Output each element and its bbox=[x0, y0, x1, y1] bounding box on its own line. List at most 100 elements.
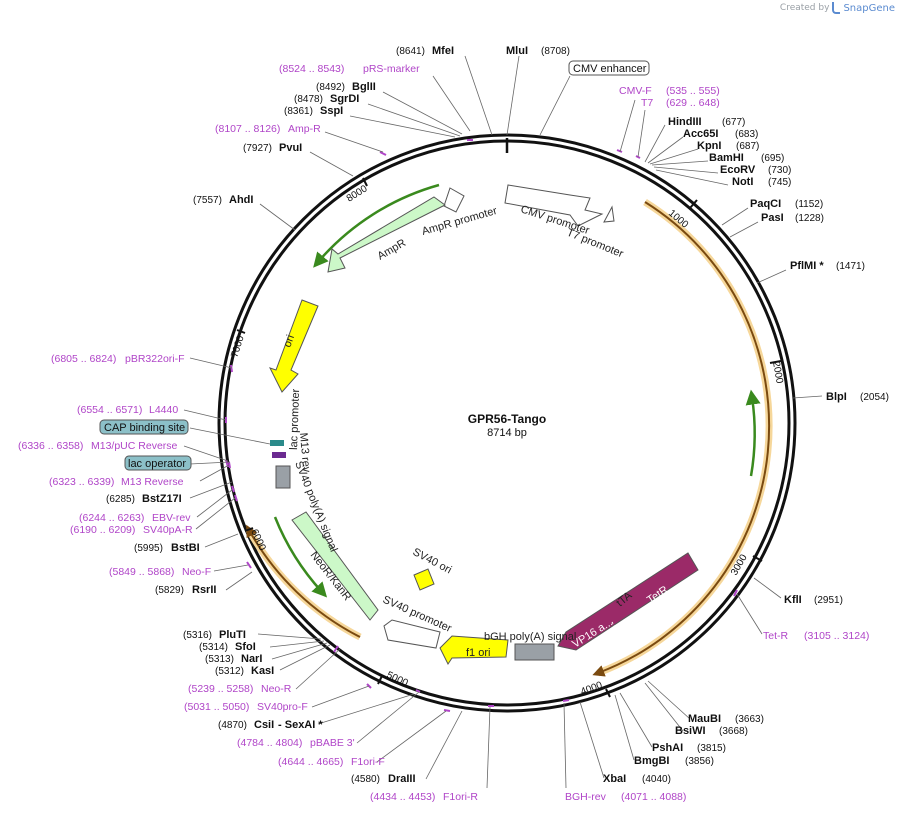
primer-l4440: L4440 bbox=[149, 404, 178, 416]
m13-rev-label: M13 rev bbox=[297, 432, 312, 473]
site-sexai: - SexAI * bbox=[278, 719, 323, 731]
svg-text:(687): (687) bbox=[736, 141, 759, 152]
site-sfoi: SfoI bbox=[235, 641, 256, 653]
sv40-ori-shape bbox=[413, 568, 435, 591]
feature-labels: CMV promoter T7 promoter AmpR promoter A… bbox=[282, 203, 671, 659]
site-bmgbi: BmgBI bbox=[634, 755, 669, 767]
primer-t7: T7 bbox=[641, 97, 653, 109]
t7-promoter-shape bbox=[603, 205, 615, 223]
primer-m13-puc-reverse: M13/pUC Reverse bbox=[91, 440, 178, 452]
svg-text:(4644 .. 4665): (4644 .. 4665) bbox=[278, 756, 343, 768]
svg-text:(8107 .. 8126): (8107 .. 8126) bbox=[215, 123, 280, 135]
cap-binding-site-label: CAP binding site bbox=[104, 422, 185, 434]
orf-arcs bbox=[245, 183, 773, 677]
leader-lines bbox=[183, 55, 823, 789]
site-bamhi: BamHI bbox=[709, 152, 744, 164]
primer-f1ori-r: F1ori-R bbox=[443, 791, 478, 803]
lac-operator-label: lac operator bbox=[128, 458, 186, 470]
primer-prs-marker: pRS-marker bbox=[363, 63, 420, 75]
features bbox=[269, 184, 699, 665]
t7-promoter-label: T7 promoter bbox=[565, 227, 625, 261]
svg-text:(5316): (5316) bbox=[183, 630, 212, 641]
svg-text:(677): (677) bbox=[722, 117, 745, 128]
f1-ori-label: f1 ori bbox=[466, 647, 490, 659]
site-blpi: BlpI bbox=[826, 391, 847, 403]
site-bsiwi: BsiWI bbox=[675, 725, 706, 737]
site-kpni: KpnI bbox=[697, 140, 721, 152]
site-pluti: PluTI bbox=[219, 629, 246, 641]
svg-text:(8524 .. 8543): (8524 .. 8543) bbox=[279, 63, 344, 75]
svg-text:(2054): (2054) bbox=[860, 392, 889, 403]
svg-text:(7927): (7927) bbox=[243, 143, 272, 154]
svg-text:(730): (730) bbox=[768, 165, 791, 176]
svg-text:(5313): (5313) bbox=[205, 654, 234, 665]
site-kfli: KflI bbox=[784, 594, 802, 606]
ori-shape bbox=[269, 299, 319, 393]
site-ahdi: AhdI bbox=[229, 194, 253, 206]
svg-text:(8641): (8641) bbox=[396, 46, 425, 57]
tick-2000: 2000 bbox=[770, 361, 785, 385]
ampr-promoter-shape bbox=[443, 187, 465, 213]
svg-text:(4870): (4870) bbox=[218, 720, 247, 731]
cmv-enhancer-box bbox=[568, 60, 650, 76]
primer-f1ori-f: F1ori-F bbox=[351, 756, 385, 768]
svg-text:(4434 .. 4453): (4434 .. 4453) bbox=[370, 791, 435, 803]
cmv-enhancer-label: CMV enhancer bbox=[573, 63, 647, 75]
site-pflmi: PflMI * bbox=[790, 260, 824, 272]
svg-text:(6323 .. 6339): (6323 .. 6339) bbox=[49, 476, 114, 488]
cmv-promoter-shape bbox=[504, 184, 604, 227]
ampr-shape bbox=[327, 196, 446, 273]
primer-ebv-rev: EBV-rev bbox=[152, 512, 191, 524]
svg-text:(6805 .. 6824): (6805 .. 6824) bbox=[51, 353, 116, 365]
site-pvui: PvuI bbox=[279, 142, 302, 154]
site-pshai: PshAI bbox=[652, 742, 683, 754]
svg-text:(5829): (5829) bbox=[155, 585, 184, 596]
svg-text:(535 .. 555): (535 .. 555) bbox=[666, 85, 720, 97]
boxed-labels: CMV enhancer CAP binding site lac operat… bbox=[99, 60, 650, 471]
svg-text:(1471): (1471) bbox=[836, 261, 865, 272]
svg-text:(683): (683) bbox=[735, 129, 758, 140]
sv40-promoter-shape bbox=[383, 619, 441, 649]
site-maubi: MauBI bbox=[688, 713, 721, 725]
svg-text:(8708): (8708) bbox=[541, 46, 570, 57]
site-nari: NarI bbox=[241, 653, 262, 665]
site-bstz17i: BstZ17I bbox=[142, 493, 182, 505]
primer-cmv-f: CMV-F bbox=[619, 85, 652, 97]
svg-text:(7557): (7557) bbox=[193, 195, 222, 206]
svg-text:(1152): (1152) bbox=[795, 199, 823, 210]
primer-neo-r: Neo-R bbox=[261, 683, 292, 695]
svg-text:(6244 .. 6263): (6244 .. 6263) bbox=[79, 512, 144, 524]
svg-text:(3668): (3668) bbox=[719, 726, 748, 737]
orf-arc-2-line bbox=[246, 524, 361, 638]
sv40-ori-label: SV40 ori bbox=[411, 546, 454, 576]
svg-text:(8361): (8361) bbox=[284, 106, 313, 117]
svg-text:(5031 .. 5050): (5031 .. 5050) bbox=[184, 701, 249, 713]
site-pasi: PasI bbox=[761, 212, 784, 224]
site-kasi: KasI bbox=[251, 665, 274, 677]
svg-text:(5312): (5312) bbox=[215, 666, 244, 677]
site-noti: NotI bbox=[732, 176, 753, 188]
primer-pbr322ori-f: pBR322ori-F bbox=[125, 353, 185, 365]
lac-promoter-label: lac promoter bbox=[288, 388, 302, 450]
snapgene-logo-icon bbox=[832, 2, 841, 14]
primer-labels: (8524 .. 8543) pRS-marker (8107 .. 8126)… bbox=[18, 63, 869, 803]
cap-binding-site-box bbox=[99, 419, 189, 435]
credit-prefix: Created by bbox=[779, 3, 830, 13]
lac-operator-box bbox=[124, 455, 192, 471]
svg-text:(4040): (4040) bbox=[642, 774, 671, 785]
svg-text:(4580): (4580) bbox=[351, 774, 380, 785]
svg-text:(2951): (2951) bbox=[814, 595, 843, 606]
primer-sv40pa-r: SV40pA-R bbox=[143, 524, 193, 536]
svg-text:(8492): (8492) bbox=[316, 82, 345, 93]
svg-text:(5995): (5995) bbox=[134, 543, 163, 554]
svg-text:(5239 .. 5258): (5239 .. 5258) bbox=[188, 683, 253, 695]
bgh-polya-label: bGH poly(A) signal bbox=[484, 631, 576, 643]
primer-sv40pro-f: SV40pro-F bbox=[257, 701, 308, 713]
svg-text:(629 .. 648): (629 .. 648) bbox=[666, 97, 720, 109]
green-orf-arc-1 bbox=[745, 389, 761, 477]
orf-arc-1-line bbox=[592, 201, 771, 677]
site-paqci: PaqCI bbox=[750, 198, 781, 210]
cap-site-shape bbox=[270, 440, 284, 446]
site-csii: CsiI bbox=[254, 719, 274, 731]
plasmid-length: 8714 bp bbox=[487, 427, 527, 439]
